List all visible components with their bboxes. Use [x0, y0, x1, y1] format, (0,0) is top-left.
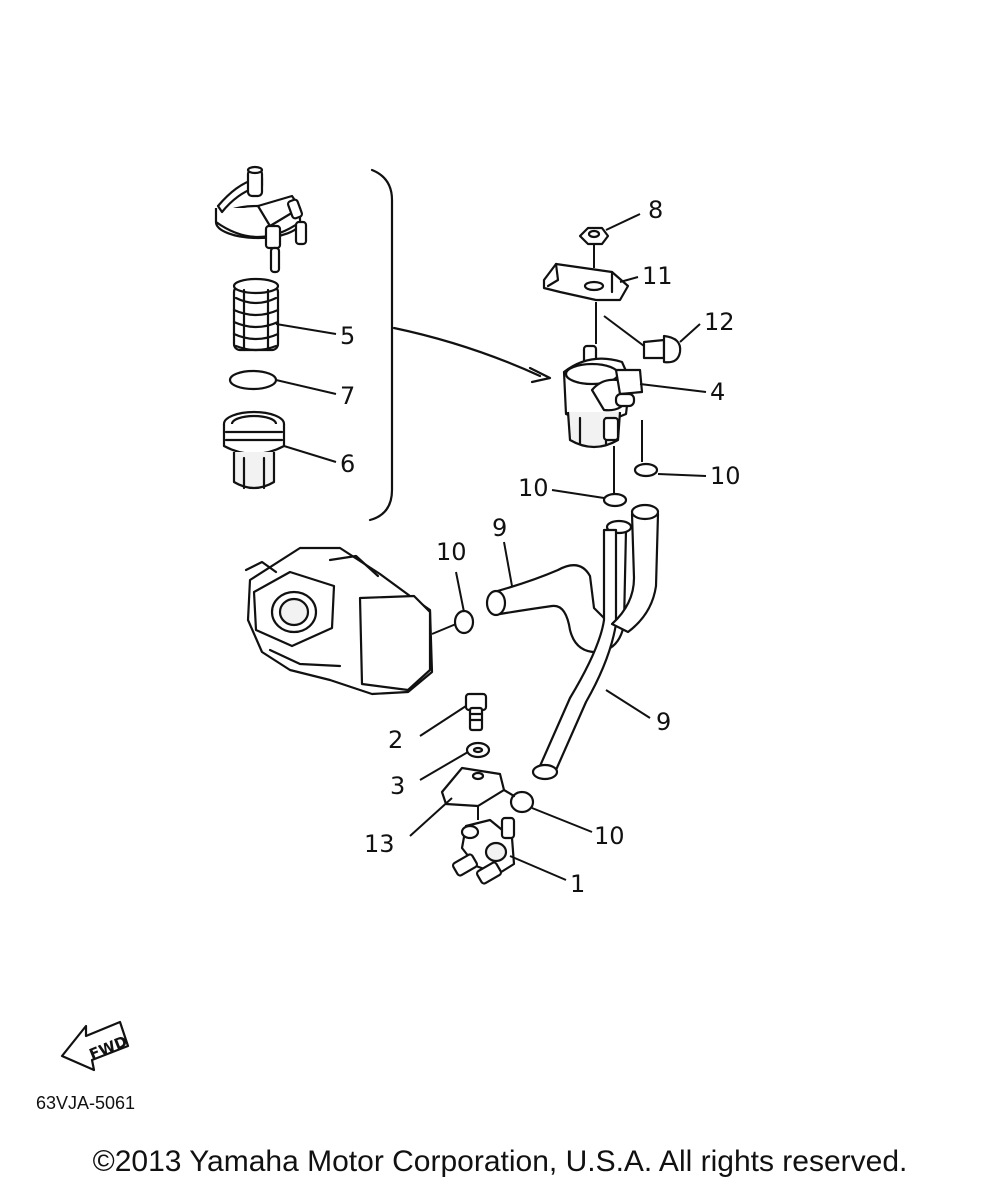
- callout-10-carburetor: 10: [436, 538, 467, 566]
- bolt-part: [642, 334, 682, 364]
- diagram-code: 63VJA-5061: [36, 1093, 136, 1113]
- callout-9-upper: 9: [492, 514, 507, 542]
- filter-cup-part: [222, 410, 286, 490]
- callout-10-joint: 10: [594, 822, 625, 850]
- copyright-notice: ©2013 Yamaha Motor Corporation, U.S.A. A…: [92, 1145, 908, 1178]
- carburetor-part: [244, 546, 434, 696]
- callout-6: 6: [340, 450, 355, 478]
- fwd-arrow-icon: FWD: [60, 1020, 130, 1072]
- fuel-filter-part: [562, 344, 644, 449]
- assembly-bracket: [368, 168, 394, 522]
- screw-part: [464, 692, 488, 732]
- callout-12: 12: [704, 308, 735, 336]
- callout-10-filter-left: 10: [518, 474, 549, 502]
- callout-3: 3: [390, 772, 405, 800]
- o-ring-part: [228, 369, 278, 391]
- fuel-filter-cap-part: [214, 165, 308, 274]
- callout-10-filter-right: 10: [710, 462, 741, 490]
- callout-5: 5: [340, 322, 355, 350]
- callout-9-lower: 9: [656, 708, 671, 736]
- nut-part: [578, 226, 610, 246]
- callout-1: 1: [570, 870, 585, 898]
- fuel-hose-part: [485, 503, 660, 781]
- bracket-part: [542, 262, 630, 302]
- washer-part: [465, 741, 491, 759]
- callout-11: 11: [642, 262, 673, 290]
- callout-13: 13: [364, 830, 395, 858]
- callout-7: 7: [340, 382, 355, 410]
- callout-4: 4: [710, 378, 725, 406]
- callout-8: 8: [648, 196, 663, 224]
- hose-clip-part: [453, 462, 659, 814]
- callout-2: 2: [388, 726, 403, 754]
- fuel-joint-part: [451, 816, 516, 885]
- plate-part: [440, 766, 516, 808]
- filter-element-part: [232, 277, 280, 352]
